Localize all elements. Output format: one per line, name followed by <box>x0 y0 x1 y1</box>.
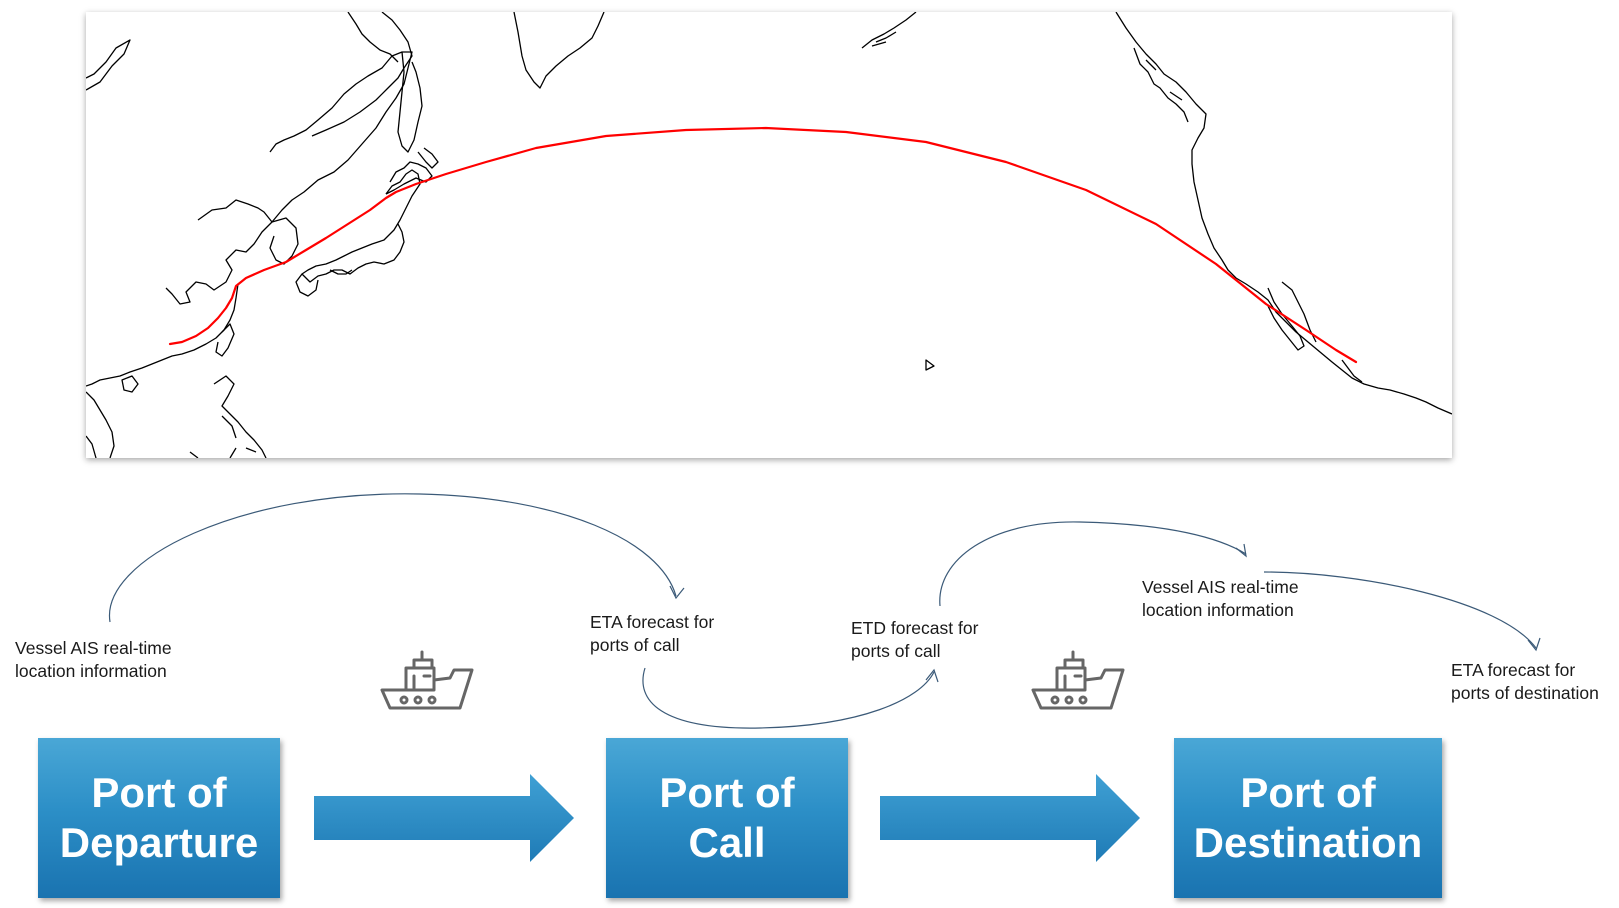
coastline-mexico <box>1341 359 1363 383</box>
ship-icon <box>1031 650 1125 710</box>
port-of-call-box: Port of Call <box>606 738 848 898</box>
port-of-departure-box: Port of Departure <box>38 738 280 898</box>
coastline-okhotsk <box>311 12 413 137</box>
annotation-line: Vessel AIS real-time <box>15 638 172 658</box>
coastline-philippines <box>213 375 267 458</box>
port-label: Port of <box>91 769 227 816</box>
ship-icon <box>380 650 474 710</box>
connector-etd-to-ais <box>939 521 1247 607</box>
coastline-northcoast <box>347 12 399 63</box>
annotation-eta-destination: ETA forecast for ports of destination <box>1451 659 1599 705</box>
coastline-kyushu <box>295 273 319 297</box>
port-label: Destination <box>1193 819 1423 866</box>
annotation-line: location information <box>15 661 167 681</box>
arrowhead-etd-call-icon <box>925 668 939 683</box>
coastline-russia-east <box>269 51 413 223</box>
annotation-ais-call: Vessel AIS real-time location informatio… <box>1142 576 1299 622</box>
annotation-ais-departure: Vessel AIS real-time location informatio… <box>15 637 172 683</box>
annotation-line: ETD forecast for <box>851 618 979 638</box>
port-label: Departure <box>59 819 259 866</box>
coastline-kurils <box>417 147 439 169</box>
coastline-alaska <box>1115 12 1452 415</box>
coastline-northwest <box>86 39 131 91</box>
coastline-sakhalin <box>397 51 423 153</box>
annotation-line: ports of destination <box>1451 683 1599 703</box>
coastline-shikoku <box>329 269 353 275</box>
coastline-hokkaido <box>385 161 433 195</box>
coastlines <box>86 12 1452 458</box>
coastline-korea-peninsula <box>269 217 299 265</box>
annotation-line: location information <box>1142 600 1294 620</box>
arrowhead-eta-dest-icon <box>1527 637 1541 652</box>
coastline-aleutian <box>861 12 917 49</box>
coastline-korea <box>165 199 273 305</box>
connector-eta-to-etd <box>642 667 935 729</box>
map-canvas <box>86 12 1452 458</box>
coastline-china <box>86 283 239 387</box>
coastline-hainan <box>121 375 139 393</box>
coastline-sea-bottom <box>86 435 199 458</box>
annotation-line: Vessel AIS real-time <box>1142 577 1299 597</box>
annotation-line: ports of call <box>851 641 941 661</box>
right-arrow-icon <box>880 774 1140 862</box>
coastline-baja-california <box>1267 281 1317 351</box>
coastline-taiwan <box>215 323 235 357</box>
port-label: Call <box>688 819 766 866</box>
coastline-alaska-inlets <box>1133 47 1189 123</box>
port-of-destination-box: Port of Destination <box>1174 738 1442 898</box>
annotation-etd-call: ETD forecast for ports of call <box>851 617 978 663</box>
annotation-line: ETA forecast for <box>1451 660 1576 680</box>
port-label: Port of <box>659 769 795 816</box>
shipping-route <box>168 126 1358 364</box>
coastline-vietnam <box>86 391 115 458</box>
right-arrow-icon <box>314 774 574 862</box>
port-label: Port of <box>1240 769 1376 816</box>
annotation-eta-call: ETA forecast for ports of call <box>590 611 714 657</box>
annotation-line: ETA forecast for <box>590 612 715 632</box>
arrowhead-eta-call-icon <box>669 585 685 600</box>
connector-ais-to-eta <box>109 493 677 623</box>
arrowhead-ais-2-icon <box>1235 543 1247 558</box>
route-map <box>86 12 1452 458</box>
annotation-line: ports of call <box>590 635 680 655</box>
connector-ais-to-eta-dest <box>1263 571 1537 649</box>
coastline-kamchatka-left <box>513 12 605 89</box>
coastline-hawaii <box>925 359 935 371</box>
